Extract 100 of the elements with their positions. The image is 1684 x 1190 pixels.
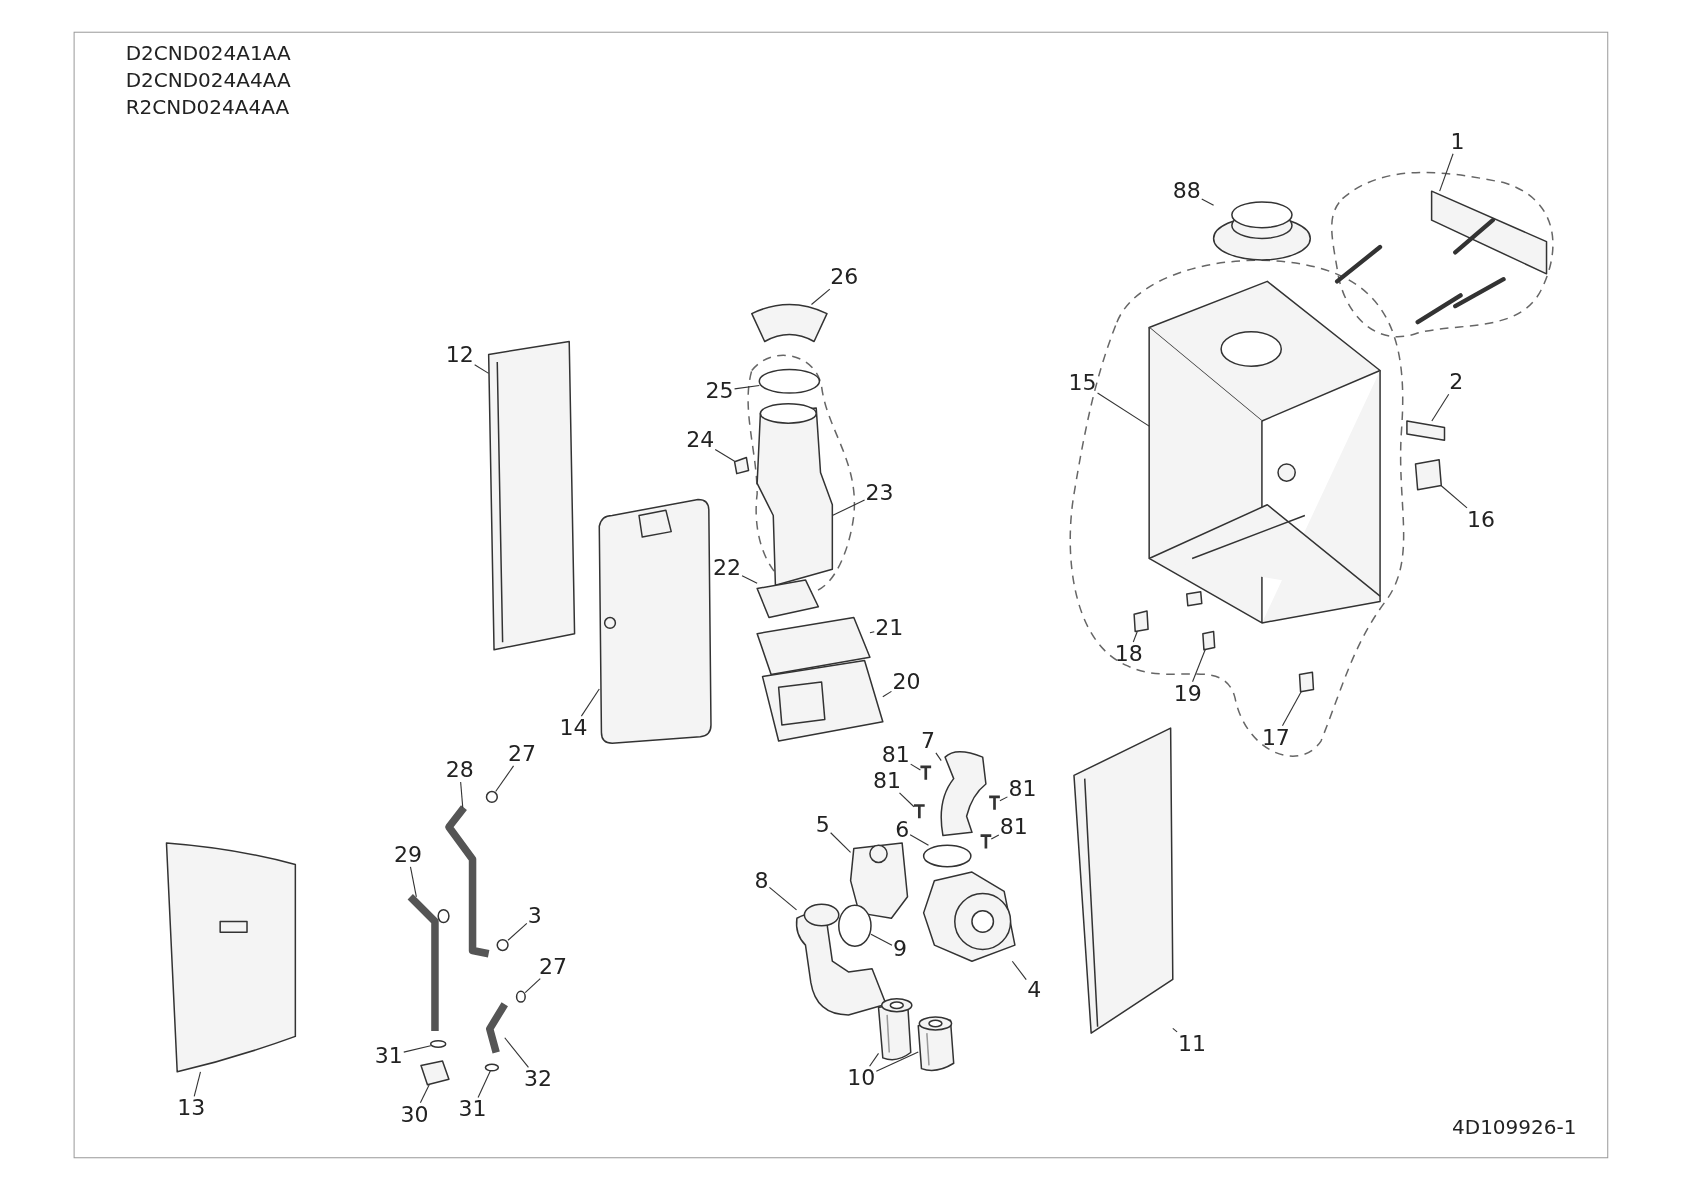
leader-line (1439, 153, 1454, 192)
leader-line (714, 448, 736, 462)
leader-line (1132, 630, 1138, 643)
callout-number: 7 (919, 729, 936, 754)
callout-number: 27 (538, 954, 569, 979)
callout-number: 9 (892, 937, 908, 962)
o-ring (485, 790, 498, 803)
leader-line (910, 763, 921, 771)
leader-line (1440, 485, 1468, 509)
callout-number: 17 (1260, 725, 1291, 750)
leader-line (909, 834, 929, 846)
leader-line (831, 499, 866, 517)
callout-number: 2 (1448, 370, 1465, 395)
sleeve-drawing (917, 1016, 955, 1072)
callout-number: 18 (1113, 642, 1144, 667)
callout-number: 15 (1067, 371, 1098, 396)
fan-drawing (922, 871, 1016, 962)
hood-drawing (751, 303, 828, 343)
callout-number: 1 (1449, 129, 1466, 154)
leader-line (1097, 392, 1150, 427)
leader-line (830, 832, 852, 854)
leader-line (495, 765, 515, 793)
callout-number: 81 (1007, 777, 1038, 802)
callout-number: 25 (704, 378, 735, 403)
callout-number: 31 (373, 1043, 404, 1068)
duct-drawing (756, 403, 834, 587)
leader-line (504, 1037, 529, 1068)
callout-number: 31 (457, 1097, 488, 1122)
sleeve-drawing (877, 998, 913, 1061)
callout-number: 81 (872, 768, 903, 793)
drawing-number: 4D109926-1 (1452, 1114, 1577, 1139)
plate (922, 844, 972, 868)
gas-valve-drawing (849, 842, 909, 919)
leader-line (1172, 1027, 1178, 1033)
side-panel-drawing (487, 340, 576, 651)
model-number: D2CND024A1AA (125, 40, 291, 65)
burner-box-drawing (761, 659, 884, 742)
leader-line (1192, 649, 1206, 683)
side-panel-drawing (1073, 727, 1174, 1034)
callout-number: 27 (506, 741, 537, 766)
leader-line (875, 1051, 919, 1072)
callout-number: 16 (1466, 507, 1496, 532)
callout-number: 32 (523, 1067, 554, 1092)
callout-number: 20 (891, 669, 922, 694)
screw-drawing (987, 795, 1002, 812)
clip (1133, 610, 1149, 633)
leader-line (990, 834, 1000, 840)
leader-line (193, 1071, 202, 1097)
leader-line (403, 1045, 432, 1053)
screw-drawing (919, 765, 933, 782)
pipe-drawing (485, 1002, 508, 1054)
callout-number: 29 (393, 842, 424, 867)
callout-number: 12 (444, 343, 475, 368)
nipple (733, 456, 750, 475)
o-ring (515, 990, 526, 1003)
leader-line (810, 288, 831, 306)
callout-number: 81 (880, 743, 911, 767)
leader-line (419, 1084, 430, 1104)
leader-line (474, 364, 490, 374)
leader-line (870, 933, 893, 946)
leader-line (741, 575, 758, 584)
leader-line (882, 690, 892, 698)
gasket (756, 579, 820, 619)
plate (1406, 420, 1446, 442)
callout-number: 3 (526, 904, 543, 929)
callout-number: 88 (1171, 179, 1202, 204)
leader-line (477, 1070, 491, 1098)
leader-line (869, 631, 875, 634)
leader-line (524, 978, 541, 994)
leader-line (580, 688, 600, 717)
callout-number: 24 (685, 428, 716, 453)
callout-number: 6 (894, 818, 911, 843)
fitting (420, 1060, 450, 1086)
washer (429, 1039, 447, 1048)
elbow-drawing (940, 751, 987, 837)
leader-line (1201, 198, 1215, 206)
leader-line (460, 781, 464, 809)
callout-number: 13 (176, 1096, 207, 1121)
callout-number: 11 (1177, 1031, 1208, 1056)
flue-adaptor-drawing (1212, 201, 1311, 261)
leader-line (898, 792, 915, 808)
callout-number: 14 (558, 716, 589, 741)
callout-number: 21 (874, 616, 905, 641)
seal-ring (838, 904, 872, 947)
seal-ring (758, 368, 821, 394)
callout-number: 23 (864, 480, 895, 505)
screw-drawing (912, 804, 927, 820)
callout-number: 28 (444, 758, 475, 783)
front-cover-drawing (165, 842, 297, 1073)
clip (1414, 458, 1443, 491)
callout-number: 81 (998, 814, 1029, 839)
callout-number: 26 (829, 265, 860, 290)
pipe-drawing (445, 805, 490, 958)
leader-line (734, 384, 760, 390)
leader-line (768, 886, 798, 911)
leader-line (409, 866, 417, 898)
clip (1298, 671, 1315, 693)
leader-line (1011, 960, 1027, 981)
callout-number: 5 (814, 812, 831, 837)
callout-number: 8 (753, 868, 770, 893)
